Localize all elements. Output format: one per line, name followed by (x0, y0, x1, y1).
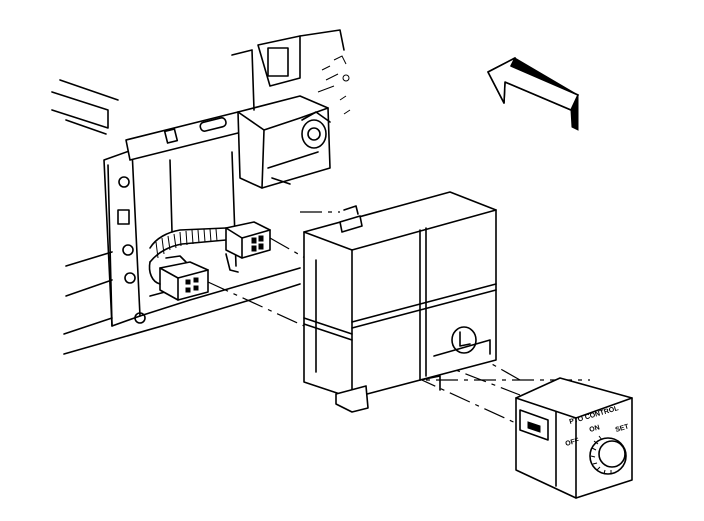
mounting-hole (122, 244, 134, 256)
switch-off-label: OFF (565, 437, 581, 448)
switch-on-label: ON (589, 424, 601, 434)
wiring-harness (148, 221, 271, 301)
mounting-hole (118, 176, 130, 188)
pto-control-knob (589, 435, 627, 475)
instrument-panel-frame (51, 29, 351, 355)
mounting-hole (124, 272, 136, 284)
switch-set-label: SET (615, 423, 631, 434)
pto-control-switch: PTO CONTROL ON OFF SET (515, 377, 633, 499)
mounting-slot (117, 209, 130, 225)
mounting-hole (134, 312, 146, 324)
arrow-up-left-icon (487, 57, 579, 131)
pto-symbol-icon (451, 326, 477, 354)
switch-bezel (303, 191, 497, 413)
